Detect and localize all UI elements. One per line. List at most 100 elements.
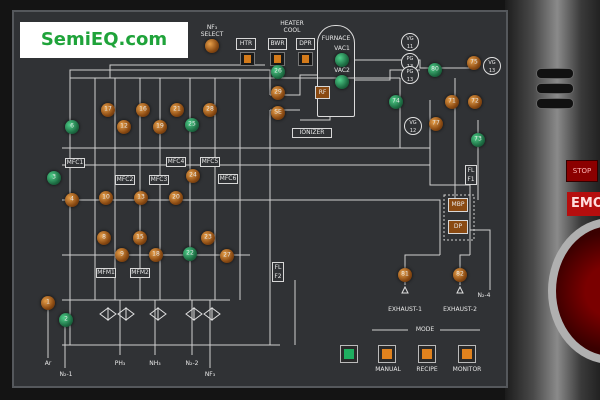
rf-switch[interactable]: RF — [315, 86, 330, 99]
recipe-label: RECIPE — [416, 366, 438, 373]
exhaust-1-label: EXHAUST-1 — [388, 306, 422, 313]
mfc-box: MFC3 — [149, 175, 169, 185]
valve-number-label: 13 — [137, 193, 145, 201]
dpr-toggle[interactable] — [298, 52, 313, 66]
semieq-logo: SemiEQ.com — [20, 22, 188, 58]
valve-number-label: 9 — [120, 250, 124, 258]
nf3-select-switch[interactable] — [205, 39, 219, 53]
mfc-box: MFC5 — [200, 157, 220, 167]
valve-SE[interactable] — [271, 106, 285, 120]
nf3-select-label: NF₃ SELECT — [200, 24, 224, 38]
exhaust-2-label: EXHAUST-2 — [443, 306, 477, 313]
valve-81[interactable] — [398, 268, 412, 282]
monitor-mode-button[interactable] — [458, 345, 476, 363]
mfm-box: MFM1 — [96, 268, 116, 278]
gas-inlet-label: N₂-2 — [185, 360, 199, 367]
vac1-label: VAC1 — [334, 45, 350, 52]
valve-number-label: 72 — [471, 97, 479, 105]
valve-number-label: 17 — [104, 105, 112, 113]
valve-20[interactable] — [169, 191, 183, 205]
valve-23[interactable] — [201, 231, 215, 245]
valve-21[interactable] — [170, 103, 184, 117]
valve-4[interactable] — [65, 193, 79, 207]
valve-number-label: 29 — [274, 88, 282, 96]
valve-number-label: 1 — [46, 298, 50, 306]
valve-29[interactable] — [271, 86, 285, 100]
valve-number-label: 24 — [189, 171, 197, 179]
bwr-toggle[interactable] — [270, 52, 285, 66]
bwr-switch[interactable]: BWR — [268, 38, 287, 50]
valve-72[interactable] — [468, 95, 482, 109]
valve-9[interactable] — [115, 248, 129, 262]
valve-12[interactable] — [117, 120, 131, 134]
filter-f1: FL F1 — [465, 165, 477, 185]
valve-number-label: 73 — [474, 135, 482, 143]
vac1-valve[interactable] — [335, 53, 349, 67]
valve-number-label: 77 — [432, 119, 440, 127]
valve-number-label: 22 — [186, 249, 194, 257]
status-indicator — [340, 345, 358, 363]
valve-82[interactable] — [453, 268, 467, 282]
vent-slot — [536, 83, 574, 94]
ionizer-label: IONIZER — [292, 128, 332, 138]
valve-16[interactable] — [136, 103, 150, 117]
valve-19[interactable] — [153, 120, 167, 134]
mfc-box: MFC2 — [115, 175, 135, 185]
valve-6[interactable] — [65, 120, 79, 134]
valve-27[interactable] — [220, 249, 234, 263]
recipe-mode-button[interactable] — [418, 345, 436, 363]
valve-number-label: 15 — [136, 233, 144, 241]
mfc-box: MFC6 — [218, 174, 238, 184]
emo-button[interactable]: EMO — [567, 192, 600, 216]
valve-number-label: 26 — [274, 67, 282, 75]
valve-number-label: 3 — [52, 173, 56, 181]
valve-13[interactable] — [134, 191, 148, 205]
stop-button[interactable]: STOP — [566, 160, 598, 182]
htr-label: HTR — [236, 38, 256, 50]
valve-24[interactable] — [186, 169, 200, 183]
vac2-valve[interactable] — [335, 75, 349, 89]
valve-8[interactable] — [97, 231, 111, 245]
valve-77[interactable] — [429, 117, 443, 131]
manual-mode-button[interactable] — [378, 345, 396, 363]
valve-80[interactable] — [428, 63, 442, 77]
valve-18[interactable] — [149, 248, 163, 262]
valve-73[interactable] — [471, 133, 485, 147]
valve-17[interactable] — [101, 103, 115, 117]
mbp-pump[interactable]: MBP — [448, 198, 468, 212]
valve-74[interactable] — [389, 95, 403, 109]
manual-label: MANUAL — [375, 366, 401, 373]
furnace-chamber — [317, 25, 355, 117]
gas-inlet-label: Ar — [44, 360, 52, 367]
heater-cool-label: HEATER COOL — [280, 20, 304, 34]
valve-10[interactable] — [99, 191, 113, 205]
valve-15[interactable] — [133, 231, 147, 245]
vent-slot — [536, 68, 574, 79]
dp-pump[interactable]: DP — [448, 220, 468, 234]
valve-25[interactable] — [185, 118, 199, 132]
gas-inlet-label: PH₃ — [114, 360, 126, 367]
valve-28[interactable] — [203, 103, 217, 117]
monitor-label: MONITOR — [452, 366, 482, 373]
valve-71[interactable] — [445, 95, 459, 109]
valve-number-label: 27 — [223, 251, 231, 259]
valve-number-label: 71 — [448, 97, 456, 105]
gas-inlet-label: NF₃ — [204, 371, 216, 378]
valve-26[interactable] — [271, 65, 285, 79]
mfm-box: MFM2 — [130, 268, 150, 278]
valve-number-label: SE — [274, 108, 282, 116]
htr-toggle[interactable] — [240, 52, 255, 66]
valve-number-label: 12 — [120, 122, 128, 130]
valve-22[interactable] — [183, 247, 197, 261]
valve-number-label: 75 — [470, 58, 478, 66]
valve-75[interactable] — [467, 56, 481, 70]
valve-2[interactable] — [59, 313, 73, 327]
valve-number-label: 2 — [64, 315, 68, 323]
valve-3[interactable] — [47, 171, 61, 185]
mfc-box: MFC4 — [166, 157, 186, 167]
valve-1[interactable] — [41, 296, 55, 310]
dpr-switch[interactable]: DPR — [296, 38, 315, 50]
